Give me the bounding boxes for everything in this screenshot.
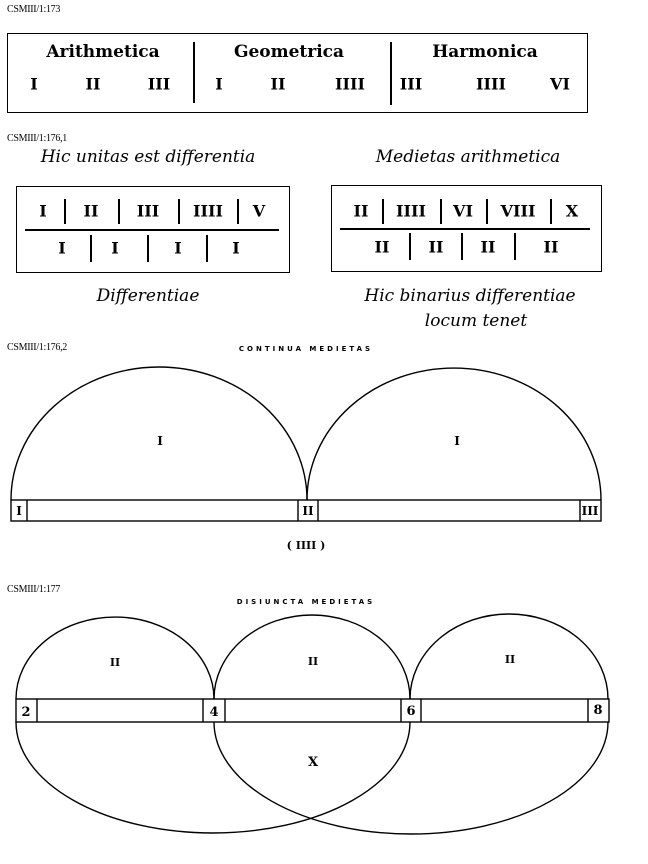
divider (514, 233, 516, 260)
bar-term: 6 (406, 704, 415, 719)
numeral: II (480, 237, 496, 257)
bar-term: III (582, 504, 599, 518)
divider (206, 235, 208, 262)
arc-label: II (110, 656, 120, 669)
medietates-table (7, 33, 588, 113)
numeral: I (39, 201, 47, 221)
divider (118, 199, 120, 224)
numeral: II (85, 74, 101, 94)
numeral: VI (550, 74, 570, 94)
divider (440, 199, 442, 224)
column-header-geometrica: Geometrica (233, 42, 345, 62)
column-divider (390, 42, 392, 105)
numeral: IIII (335, 74, 365, 94)
numeral: I (30, 74, 38, 94)
numeral: II (543, 237, 559, 257)
arc-label: II (505, 653, 515, 666)
numeral: IIII (476, 74, 506, 94)
numeral: VI (453, 201, 473, 221)
numeral: IIII (396, 201, 426, 221)
arc-label: II (308, 655, 318, 668)
numeral: II (428, 237, 444, 257)
caption-hic-binarius: Hic binarius differentiae (364, 286, 576, 306)
bar-term: 2 (21, 705, 30, 720)
numeral: III (147, 74, 171, 94)
diagram-title-continua: CONTINUA MEDIETAS (238, 345, 374, 353)
divider (147, 235, 149, 262)
diagram-group (10, 366, 610, 835)
numeral: II (374, 237, 390, 257)
numeral: II (270, 74, 286, 94)
number-bar (15, 698, 610, 723)
bar-term: II (302, 504, 314, 518)
differentiae-table-left (16, 186, 290, 273)
upper-arc (213, 614, 411, 700)
lower-arc (15, 721, 411, 834)
reference-label: CSMIII/1:173 (7, 4, 61, 15)
divider (382, 199, 384, 224)
numeral: VIII (500, 201, 536, 221)
bar-term: I (16, 504, 22, 518)
numeral: I (215, 74, 223, 94)
numeral: I (111, 238, 119, 258)
lower-label: X (308, 755, 319, 770)
divider (178, 199, 180, 224)
divider (409, 233, 411, 260)
caption-locum-tenet: locum tenet (424, 311, 528, 331)
column-header-arithmetica: Arithmetica (46, 42, 160, 62)
divider (90, 235, 92, 262)
numeral: III (399, 74, 423, 94)
caption-hic-unitas: Hic unitas est differentia (40, 147, 256, 167)
caption-differentiae: Differentiae (96, 286, 200, 306)
column-header-harmonica: Harmonica (432, 42, 538, 62)
divider-line (340, 228, 590, 230)
divider (64, 199, 66, 224)
number-bar (10, 499, 602, 522)
numeral: V (252, 201, 266, 221)
lower-arc (213, 721, 609, 835)
caption-medietas-arithmetica: Medietas arithmetica (375, 147, 561, 167)
reference-label: CSMIII/1:177 (7, 584, 61, 595)
divider (461, 233, 463, 260)
reference-label: CSMIII/1:176,1 (7, 133, 67, 144)
arc (10, 366, 308, 501)
arc (306, 367, 602, 501)
numeral: I (58, 238, 66, 258)
bar-term: 8 (593, 703, 602, 718)
divider (550, 199, 552, 224)
differentiae-table-right (331, 185, 602, 272)
diagram-title-disiuncta: DISIUNCTA MEDIETAS (236, 598, 376, 606)
diagram-group: I II III I I ( IIII ) 2 4 6 8 II II II X (16, 434, 602, 770)
numeral: I (174, 238, 182, 258)
divider (486, 199, 488, 224)
reference-label: CSMIII/1:176,2 (7, 342, 67, 353)
numeral: II (83, 201, 99, 221)
numeral: I (232, 238, 240, 258)
numeral: IIII (193, 201, 223, 221)
arc-label: I (157, 434, 163, 448)
below-label: ( IIII ) (287, 539, 326, 552)
divider (237, 199, 239, 224)
upper-arc (409, 613, 609, 700)
numeral: II (353, 201, 369, 221)
bar-term: 4 (209, 705, 218, 720)
upper-arc (15, 616, 215, 700)
numeral: III (136, 201, 160, 221)
numeral: X (565, 201, 579, 221)
divider-line (25, 229, 279, 231)
arc-label: I (454, 434, 460, 448)
column-divider (193, 42, 195, 103)
